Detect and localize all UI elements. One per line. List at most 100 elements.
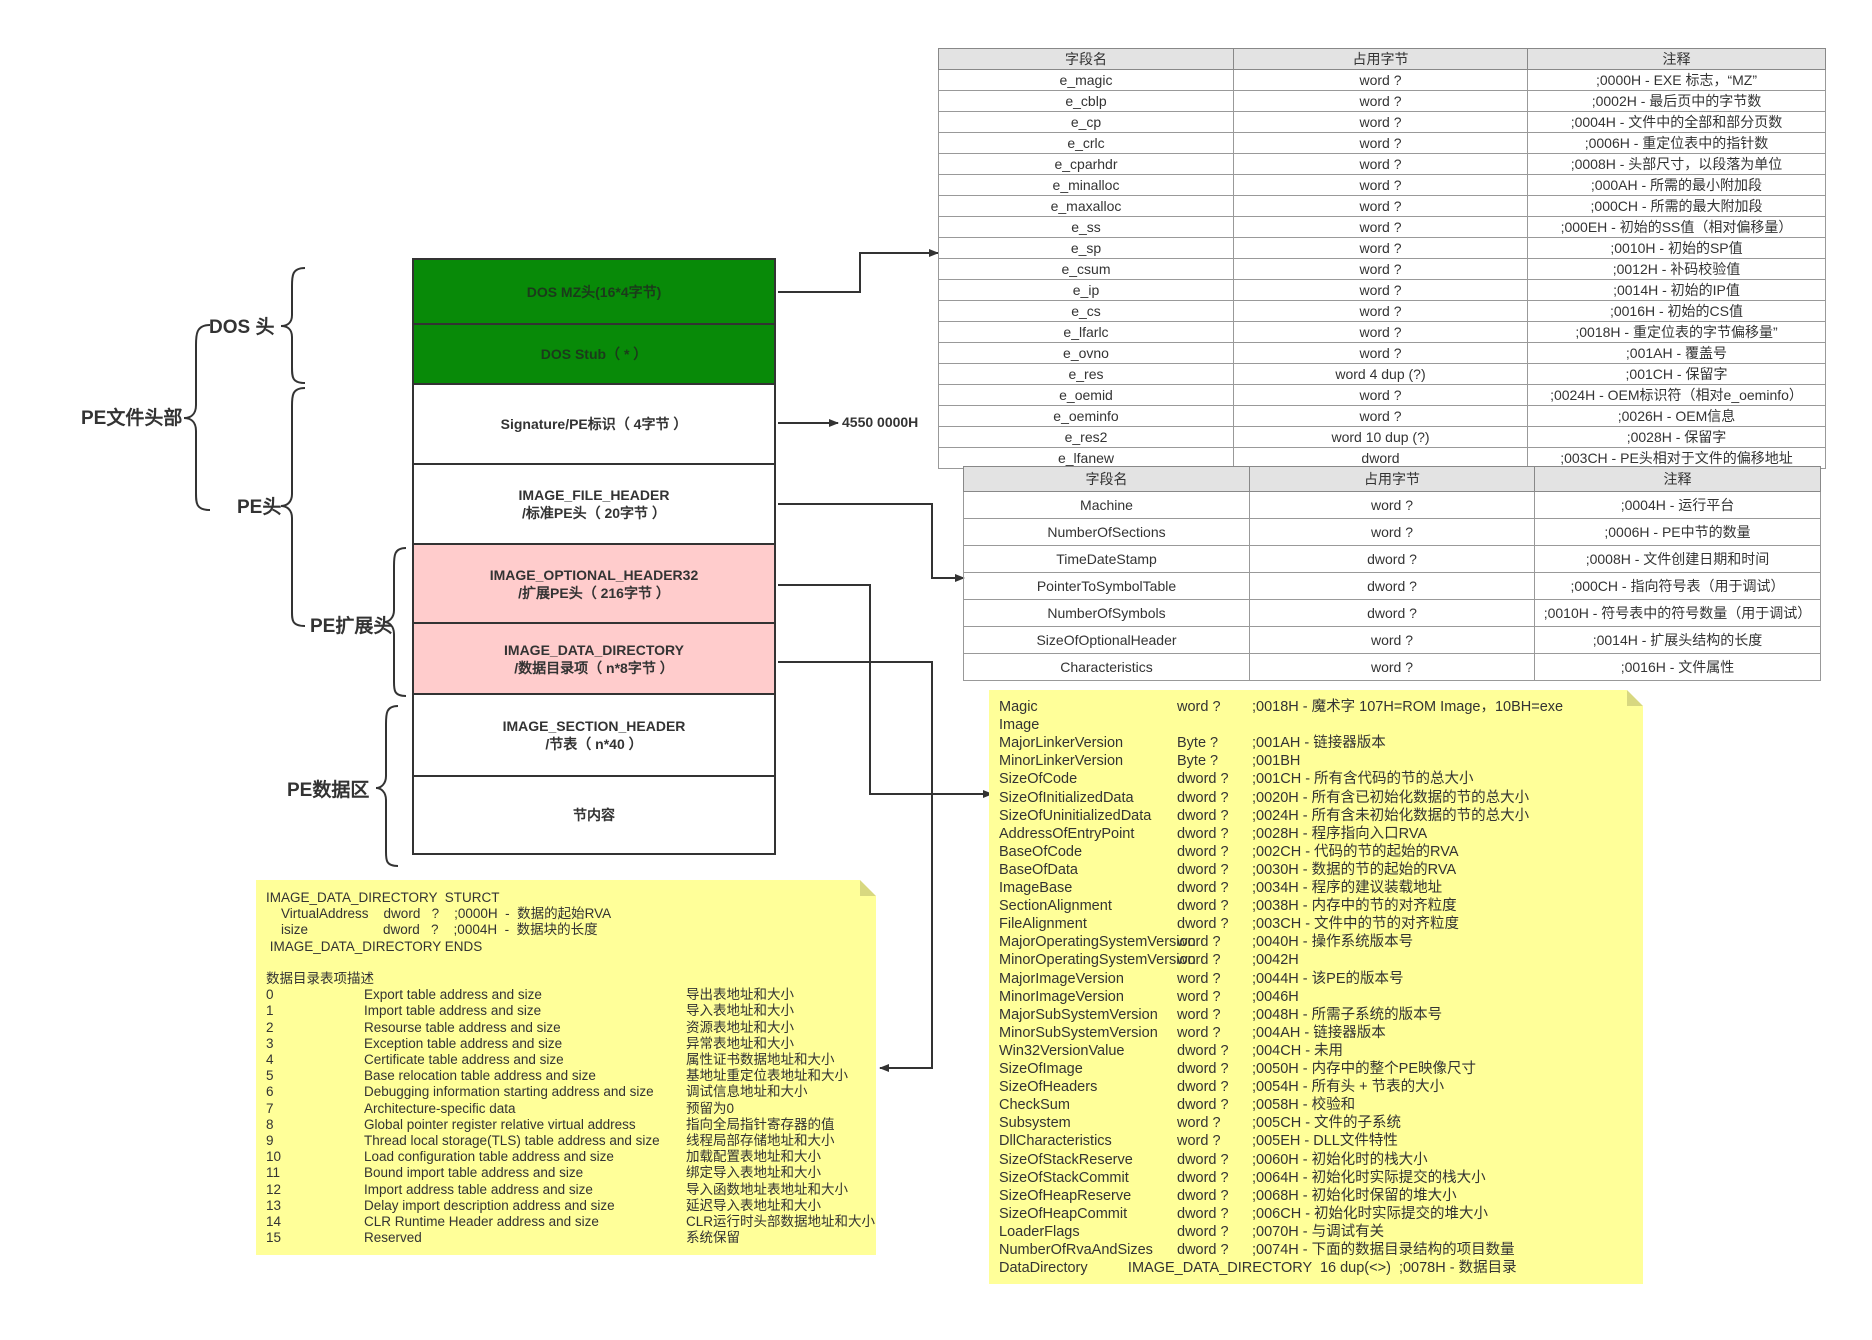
note-field: MajorLinkerVersion (999, 735, 1124, 752)
note-field: ;004CH - 未用 (1252, 1042, 1344, 1059)
note-field: MinorOperatingSystemVersion (999, 952, 1196, 969)
entry-desc: Architecture-specific data (364, 1100, 516, 1116)
note-field: FileAlignment (999, 916, 1087, 933)
entry-cn: 导入函数地址表地址和大小 (686, 1181, 848, 1197)
note-field: SectionAlignment (999, 898, 1112, 915)
note-field: dword ? (1177, 861, 1229, 878)
entry-desc: Load configuration table address and siz… (364, 1149, 614, 1165)
entry-cn: 指向全局指针寄存器的值 (686, 1116, 835, 1132)
entry-desc: Delay import description address and siz… (364, 1197, 615, 1213)
table-cell: PointerToSymbolTable (963, 572, 1250, 600)
brace-pe-file-header (183, 324, 211, 511)
block-data-directory: IMAGE_DATA_DIRECTORY/数据目录项（ n*8字节 ） (412, 622, 776, 695)
note-field: CheckSum (999, 1097, 1070, 1114)
note-field: ;0028H - 程序指向入口RVA (1252, 825, 1428, 842)
entry-index: 0 (266, 987, 274, 1003)
table-cell: TimeDateStamp (963, 545, 1250, 573)
note-field: MinorSubSystemVersion (999, 1024, 1158, 1041)
table-cell: ;000EH - 初始的SS值（相对偏移量） (1527, 216, 1826, 238)
table-cell: e_ss (938, 216, 1234, 238)
table-cell: word ? (1249, 653, 1535, 681)
table-cell: ;000CH - 指向符号表（用于调试） (1534, 572, 1821, 600)
note-field: Magic (999, 699, 1038, 715)
note-field: word ? (1177, 934, 1221, 951)
entry-desc: Certificate table address and size (364, 1052, 564, 1067)
note-field: dword ? (1177, 898, 1229, 915)
table-cell: e_cparhdr (938, 153, 1234, 175)
struct-line: IMAGE_DATA_DIRECTORY STURCT (266, 890, 500, 905)
table-cell: word ? (1233, 69, 1528, 91)
note-field: ;0038H - 内存中的节的对齐粒度 (1252, 898, 1457, 915)
note-field: SizeOfHeapReserve (999, 1187, 1132, 1204)
note-field: AddressOfEntryPoint (999, 825, 1135, 842)
table-cell: word ? (1233, 321, 1528, 343)
note-field: SizeOfUninitializedData (999, 807, 1152, 824)
table-cell: ;001CH - 保留字 (1527, 363, 1826, 385)
entry-cn: 延迟导入表地址和大小 (686, 1197, 821, 1213)
file-table-header-row: 字段名占用字节注释 (963, 466, 1821, 492)
table-cell: e_ip (938, 279, 1234, 301)
note-field: ;004AH - 链接器版本 (1252, 1024, 1386, 1041)
table-cell: ;0024H - OEM标识符（相对e_oeminfo） (1527, 384, 1826, 406)
note-field: LoaderFlags (999, 1223, 1080, 1240)
brace-pe-head (280, 387, 306, 627)
note-field: word ? (1177, 988, 1221, 1005)
file-table-header-cell: 占用字节 (1249, 466, 1535, 492)
table-cell: e_oeminfo (938, 405, 1234, 427)
entry-cn: 加载配置表地址和大小 (686, 1149, 821, 1165)
note-field: dword ? (1177, 771, 1229, 788)
note-field: ;001AH - 链接器版本 (1252, 735, 1386, 752)
note-field: ;0042H (1252, 952, 1299, 969)
table-cell: word ? (1233, 384, 1528, 406)
table-cell: NumberOfSymbols (963, 599, 1250, 627)
note-field: ;0020H - 所有含已初始化数据的节的总大小 (1252, 789, 1530, 806)
note-field: NumberOfRvaAndSizes (999, 1242, 1153, 1258)
note-fold-corner (860, 880, 876, 896)
table-cell: ;0026H - OEM信息 (1527, 405, 1826, 427)
note-field: dword ? (1177, 1079, 1229, 1096)
block-dos-stub: DOS Stub（ * ） (412, 323, 776, 385)
entry-index: 1 (266, 1003, 274, 1019)
note-field: dword ? (1177, 807, 1229, 824)
entry-desc: Base relocation table address and size (364, 1068, 596, 1084)
block-optional-header: IMAGE_OPTIONAL_HEADER32/扩展PE头（ 216字节 ） (412, 543, 776, 624)
note-field: DllCharacteristics (999, 1133, 1112, 1150)
entry-desc: Export table address and size (364, 987, 542, 1003)
note-field: dword ? (1177, 1151, 1229, 1168)
note-field: word ? (1177, 952, 1221, 969)
entry-desc: Global pointer register relative virtual… (364, 1116, 636, 1132)
table-cell: word ? (1249, 491, 1535, 519)
entry-cn: 异常表地址和大小 (686, 1035, 794, 1051)
label-pe-file-header: PE文件头部 (81, 408, 183, 429)
entry-cn: 导出表地址和大小 (686, 987, 794, 1003)
entry-index: 3 (266, 1035, 274, 1051)
table-cell: SizeOfOptionalHeader (963, 626, 1250, 654)
note-field: word ? (1177, 1115, 1221, 1132)
arrow-optional (778, 584, 993, 798)
table-cell: e_oemid (938, 384, 1234, 406)
note-field: dword ? (1177, 843, 1229, 860)
note-field: SizeOfImage (999, 1061, 1083, 1077)
note-field: BaseOfData (999, 861, 1078, 878)
brace-pe-ext-head (383, 547, 407, 697)
table-cell: word ? (1233, 153, 1528, 175)
note-field: SizeOfCode (999, 771, 1078, 788)
label-pe-head: PE头 (237, 497, 282, 518)
table-cell: word ? (1233, 90, 1528, 112)
